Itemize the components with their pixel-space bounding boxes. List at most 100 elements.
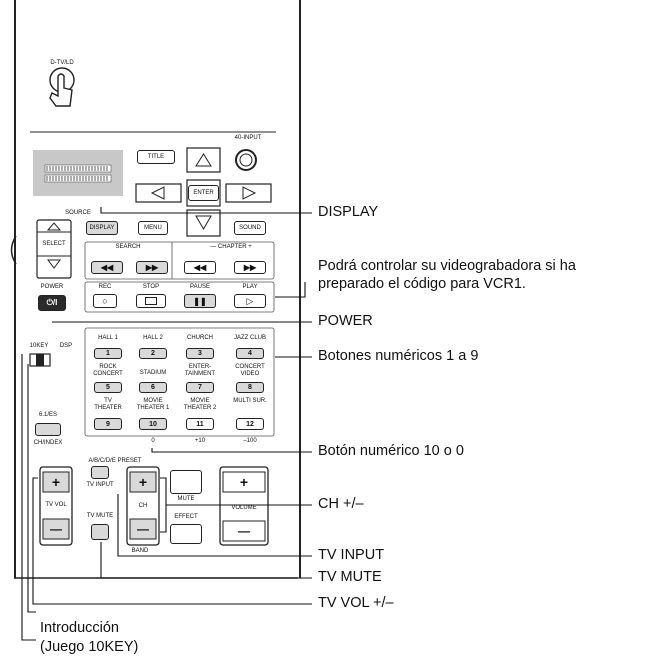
search-back-button[interactable]: ◀◀: [91, 261, 123, 274]
search-label: SEARCH: [115, 244, 141, 250]
lcd-panel: [33, 150, 123, 196]
pause-icon: ❚❚: [193, 296, 207, 306]
sound-button[interactable]: SOUND: [234, 221, 266, 235]
dsp-label: DSP: [59, 343, 73, 349]
tv-mute-label: TV MUTE: [86, 513, 114, 519]
key-8-button[interactable]: 8: [236, 382, 264, 393]
key-3-label: CHURCH: [187, 335, 213, 341]
pause-button[interactable]: ❚❚: [184, 294, 216, 308]
menu-button[interactable]: MENU: [138, 221, 168, 235]
skip-back-icon: ◀◀: [193, 263, 207, 272]
sub-minus100-label: –100: [243, 438, 257, 444]
ch-minus-sign[interactable]: —: [137, 522, 149, 536]
key-2-label: HALL 2: [143, 335, 163, 341]
callout-tv-input: TV INPUT: [318, 547, 385, 563]
rec-label: REC: [98, 284, 112, 290]
remote-notch: [10, 235, 17, 265]
hand-pointer-icon: [49, 67, 75, 107]
key-9-label: TV THEATER: [94, 398, 122, 411]
callout-tv-mute: TV MUTE: [318, 569, 382, 585]
sub-zero-label: 0: [151, 438, 155, 444]
key-5-label: ROCK CONCERT: [93, 364, 123, 377]
key-4-button[interactable]: 4: [236, 348, 264, 359]
pause-label: PAUSE: [190, 284, 210, 290]
select-label: SELECT: [42, 241, 66, 247]
search-forward-button[interactable]: ▶▶: [136, 261, 168, 274]
record-icon: ○: [102, 296, 108, 306]
callout-numeric-1-9: Botones numéricos 1 a 9: [318, 348, 479, 364]
volume-label: VOLUME: [231, 505, 257, 511]
ch-label: CH: [138, 503, 148, 509]
key-7-button[interactable]: 7: [186, 382, 214, 393]
key-9-button[interactable]: 9: [94, 418, 122, 430]
volume-minus-sign[interactable]: —: [238, 524, 250, 538]
effect-label: EFFECT: [174, 514, 198, 520]
key-12-button[interactable]: 12: [236, 418, 264, 430]
band-label: BAND: [131, 548, 149, 554]
six-one-es-label: 6.1/ES: [38, 412, 57, 418]
display-button[interactable]: DISPLAY: [86, 221, 118, 235]
abcde-preset-label: A/B/C/D/E PRESET: [88, 458, 142, 464]
skip-forward-icon: ▶▶: [243, 263, 257, 272]
chapter-label: — CHAPTER +: [210, 244, 252, 250]
enter-button[interactable]: ENTER: [188, 185, 219, 201]
title-button[interactable]: TITLE: [137, 150, 175, 164]
tv-mute-button[interactable]: [91, 524, 109, 540]
key-3-button[interactable]: 3: [186, 348, 214, 359]
key-4-label: JAZZ CLUB: [233, 335, 266, 341]
play-label: PLAY: [242, 284, 258, 290]
key-5-button[interactable]: 5: [94, 382, 122, 393]
callout-ch: CH +/–: [318, 496, 364, 512]
tv-input-button[interactable]: [91, 466, 109, 479]
d-tvld-label: D-TV/LD: [50, 60, 74, 66]
power-label: POWER: [40, 284, 64, 290]
tv-input-label: TV INPUT: [86, 482, 114, 488]
key-11-button[interactable]: 11: [186, 418, 214, 430]
callout-display: DISPLAY: [318, 204, 379, 220]
ch-index-label: CH/INDEX: [33, 440, 63, 446]
key-6-label: STADIUM: [139, 370, 167, 376]
sub-plus10-label: +10: [194, 438, 206, 444]
rewind-icon: ◀◀: [100, 263, 114, 272]
key-12-label: MULTI SUR.: [233, 398, 267, 404]
ch-plus-sign[interactable]: +: [138, 474, 148, 490]
play-icon: ▷: [246, 295, 254, 306]
tv-vol-minus-sign[interactable]: —: [50, 522, 62, 536]
callout-power: POWER: [318, 313, 373, 329]
callout-numeric-10-0: Botón numérico 10 o 0: [318, 443, 464, 459]
mute-label: MUTE: [177, 496, 195, 502]
stop-label: STOP: [142, 284, 160, 290]
chapter-prev-button[interactable]: ◀◀: [184, 261, 216, 274]
play-button[interactable]: ▷: [234, 294, 266, 308]
callout-intro-line1: Introducción: [40, 620, 119, 636]
key-1-label: HALL 1: [98, 335, 118, 341]
effect-button[interactable]: [170, 524, 202, 544]
tenkey-switch[interactable]: [30, 354, 50, 366]
key-7-label: ENTER-TAINMENT: [184, 364, 216, 377]
stop-icon: [145, 297, 157, 305]
callout-tv-vol: TV VOL +/–: [318, 595, 394, 611]
key-6-button[interactable]: 6: [139, 382, 167, 393]
fast-forward-icon: ▶▶: [145, 263, 159, 272]
key-2-button[interactable]: 2: [139, 348, 167, 359]
rec-button[interactable]: ○: [93, 294, 117, 308]
stop-button[interactable]: [136, 294, 166, 308]
tv-vol-plus-sign[interactable]: +: [51, 474, 61, 490]
key-8-label: CONCERT VIDEO: [235, 364, 265, 377]
six-one-es-button[interactable]: [35, 423, 61, 436]
callout-intro-line2: (Juego 10KEY): [40, 639, 139, 655]
power-icon: ⏻/I: [46, 298, 58, 307]
key-1-button[interactable]: 1: [94, 348, 122, 359]
chapter-next-button[interactable]: ▶▶: [234, 261, 266, 274]
input-40-label: 40-INPUT: [234, 135, 262, 141]
tv-vol-label: TV VOL: [45, 502, 67, 508]
power-button[interactable]: ⏻/I: [38, 295, 66, 311]
key-10-label: MOVIE THEATER 1: [136, 398, 170, 411]
key-10-button[interactable]: 10: [139, 418, 167, 430]
tenkey-label: 10KEY: [29, 343, 49, 349]
callout-vcr-line1: Podrá controlar su videograbadora si ha: [318, 258, 576, 274]
mute-button[interactable]: [170, 470, 202, 494]
volume-plus-sign[interactable]: +: [239, 474, 249, 490]
key-11-label: MOVIE THEATER 2: [183, 398, 217, 411]
